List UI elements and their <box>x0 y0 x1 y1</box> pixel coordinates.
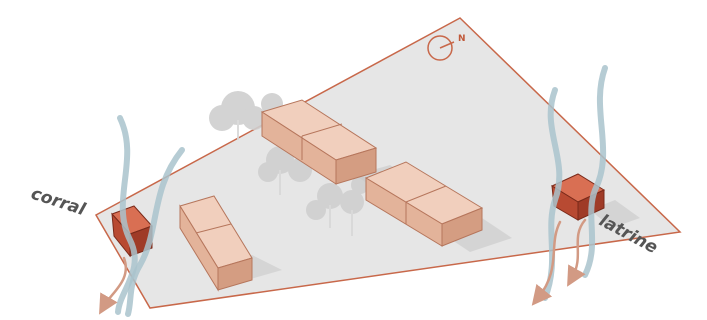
corral-label: corral <box>28 184 88 221</box>
tree-icon <box>258 162 278 182</box>
building-block-east <box>364 161 484 247</box>
north-label: N <box>458 34 466 44</box>
wind-arrows-corral <box>99 115 185 317</box>
wind-arrows-latrine <box>531 65 608 306</box>
wind-arrow-icon <box>125 147 185 317</box>
tree-icon <box>340 190 364 214</box>
tree-icon <box>242 106 266 130</box>
tree-icon <box>209 105 235 131</box>
site-plane <box>94 17 682 309</box>
building-block-north <box>260 99 378 185</box>
wind-arrow-icon <box>567 218 587 287</box>
wind-arrow-icon <box>531 220 562 306</box>
north-arrow-icon: N <box>427 34 466 61</box>
wind-arrow-icon <box>99 256 128 315</box>
building-block-west <box>179 195 253 292</box>
tree-icon <box>306 200 326 220</box>
wind-arrow-icon <box>115 115 138 315</box>
wind-arrow-icon <box>582 65 608 278</box>
tree-icon <box>317 183 343 209</box>
